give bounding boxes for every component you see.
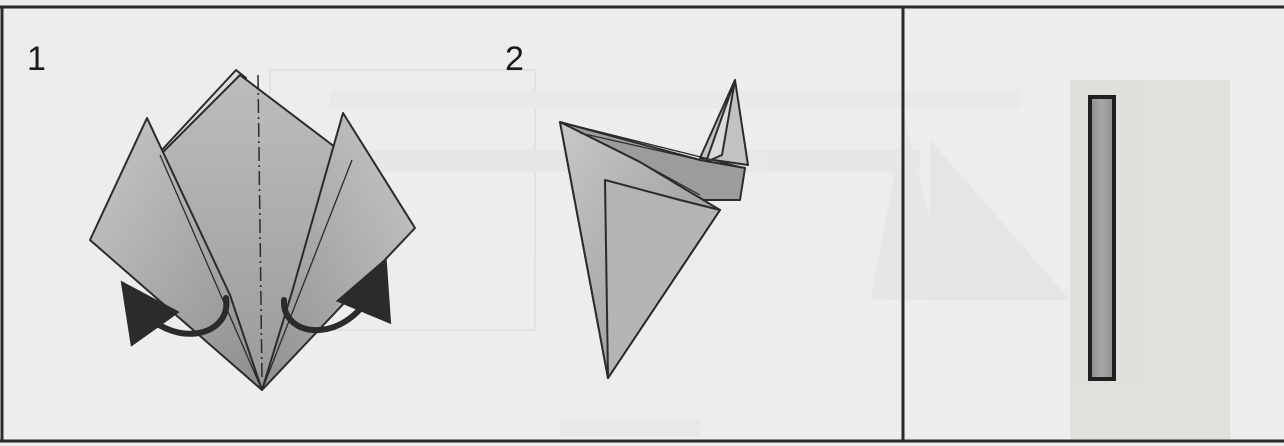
paper-strip-icon: [1090, 97, 1114, 379]
step-1-number: 1: [27, 40, 46, 78]
step-2-number: 2: [505, 40, 524, 78]
